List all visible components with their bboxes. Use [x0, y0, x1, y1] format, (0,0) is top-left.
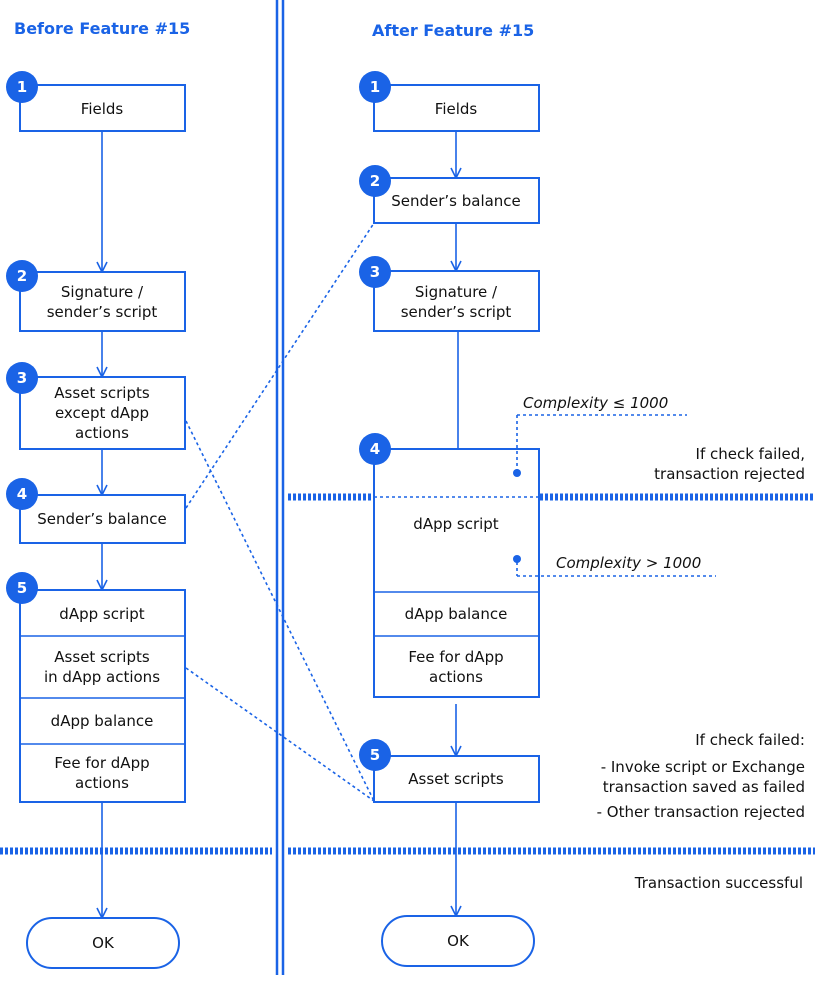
before-dapp-script: dApp script: [59, 605, 145, 623]
svg-text:3: 3: [17, 369, 27, 387]
map-dapp-asset-scripts: [185, 667, 375, 802]
svg-text:1: 1: [370, 78, 380, 96]
before-step-fields: Fields: [19, 84, 186, 132]
map-asset-scripts: [185, 420, 375, 802]
before-badge-5: 5: [6, 572, 38, 604]
before-step-dapp: dApp script Asset scripts in dApp action…: [19, 589, 186, 803]
before-signature-line1: Signature /: [61, 283, 144, 301]
after-fee-line1: Fee for dApp: [408, 648, 503, 666]
before-badge-1: 1: [6, 71, 38, 103]
before-flow: Fields Signature / sender’s script Asset…: [6, 71, 186, 969]
after-badge-5: 5: [359, 739, 391, 771]
before-asset-line3: actions: [75, 424, 129, 442]
note-failed-item2: - Other transaction rejected: [597, 803, 805, 821]
before-signature-line2: sender’s script: [47, 303, 158, 321]
svg-text:2: 2: [370, 172, 380, 190]
svg-text:5: 5: [370, 746, 380, 764]
note-failed-item1-line2: transaction saved as failed: [603, 778, 805, 796]
before-badge-3: 3: [6, 362, 38, 394]
after-badge-1: 1: [359, 71, 391, 103]
after-dapp-script: dApp script: [413, 515, 499, 533]
svg-text:1: 1: [17, 78, 27, 96]
before-fields-label: Fields: [81, 100, 124, 118]
after-badge-3: 3: [359, 256, 391, 288]
after-fee-line2: actions: [429, 668, 483, 686]
complexity-low-label: Complexity ≤ 1000: [523, 394, 668, 412]
map-sender-balance: [185, 222, 375, 509]
after-dapp-balance: dApp balance: [405, 605, 508, 623]
before-badge-2: 2: [6, 260, 38, 292]
before-step-asset-scripts: Asset scripts except dApp actions: [19, 376, 186, 450]
before-step-sender-balance: Sender’s balance: [19, 494, 186, 544]
before-dapp-asset-line1: Asset scripts: [54, 648, 150, 666]
svg-text:3: 3: [370, 263, 380, 281]
complexity-high-label: Complexity > 1000: [556, 554, 701, 572]
after-step-sender-balance: Sender’s balance: [373, 177, 540, 224]
before-asset-line1: Asset scripts: [54, 384, 150, 402]
svg-text:4: 4: [17, 485, 27, 503]
before-step-signature: Signature / sender’s script: [19, 271, 186, 332]
svg-text:5: 5: [17, 579, 27, 597]
after-ok-label: OK: [447, 932, 470, 950]
title-after: After Feature #15: [372, 21, 534, 40]
complexity-low-callout: Complexity ≤ 1000: [513, 394, 687, 477]
before-dapp-balance: dApp balance: [51, 712, 154, 730]
after-ok-terminal: OK: [381, 915, 535, 967]
mapping-lines: [185, 222, 375, 802]
note-failed-title: If check failed:: [695, 731, 805, 749]
note-success: Transaction successful: [634, 874, 803, 892]
after-step-signature: Signature / sender’s script: [373, 270, 540, 332]
before-balance-label: Sender’s balance: [37, 510, 167, 528]
after-asset-label: Asset scripts: [408, 770, 504, 788]
before-fee-line2: actions: [75, 774, 129, 792]
before-badge-4: 4: [6, 478, 38, 510]
note-rejected-line2: transaction rejected: [654, 465, 805, 483]
complexity-high-callout: Complexity > 1000: [513, 554, 716, 577]
after-fields-label: Fields: [435, 100, 478, 118]
before-fee-line1: Fee for dApp: [54, 754, 149, 772]
after-flow: Fields Sender’s balance Signature / send…: [359, 71, 540, 967]
after-step-asset-scripts: Asset scripts: [373, 755, 540, 803]
after-step-dapp: dApp script dApp balance Fee for dApp ac…: [373, 448, 540, 698]
before-ok-terminal: OK: [26, 917, 180, 969]
before-asset-line2: except dApp: [55, 404, 149, 422]
after-badge-2: 2: [359, 165, 391, 197]
note-failed-item1-line1: - Invoke script or Exchange: [601, 758, 805, 776]
title-before: Before Feature #15: [14, 19, 190, 38]
after-balance-label: Sender’s balance: [391, 192, 521, 210]
after-signature-line1: Signature /: [415, 283, 498, 301]
before-dapp-asset-line2: in dApp actions: [44, 668, 160, 686]
svg-text:2: 2: [17, 267, 27, 285]
after-badge-4: 4: [359, 433, 391, 465]
svg-text:4: 4: [370, 440, 380, 458]
after-signature-line2: sender’s script: [401, 303, 512, 321]
note-rejected-line1: If check failed,: [696, 445, 805, 463]
column-divider: [275, 0, 285, 975]
before-ok-label: OK: [92, 934, 115, 952]
after-step-fields: Fields: [373, 84, 540, 132]
